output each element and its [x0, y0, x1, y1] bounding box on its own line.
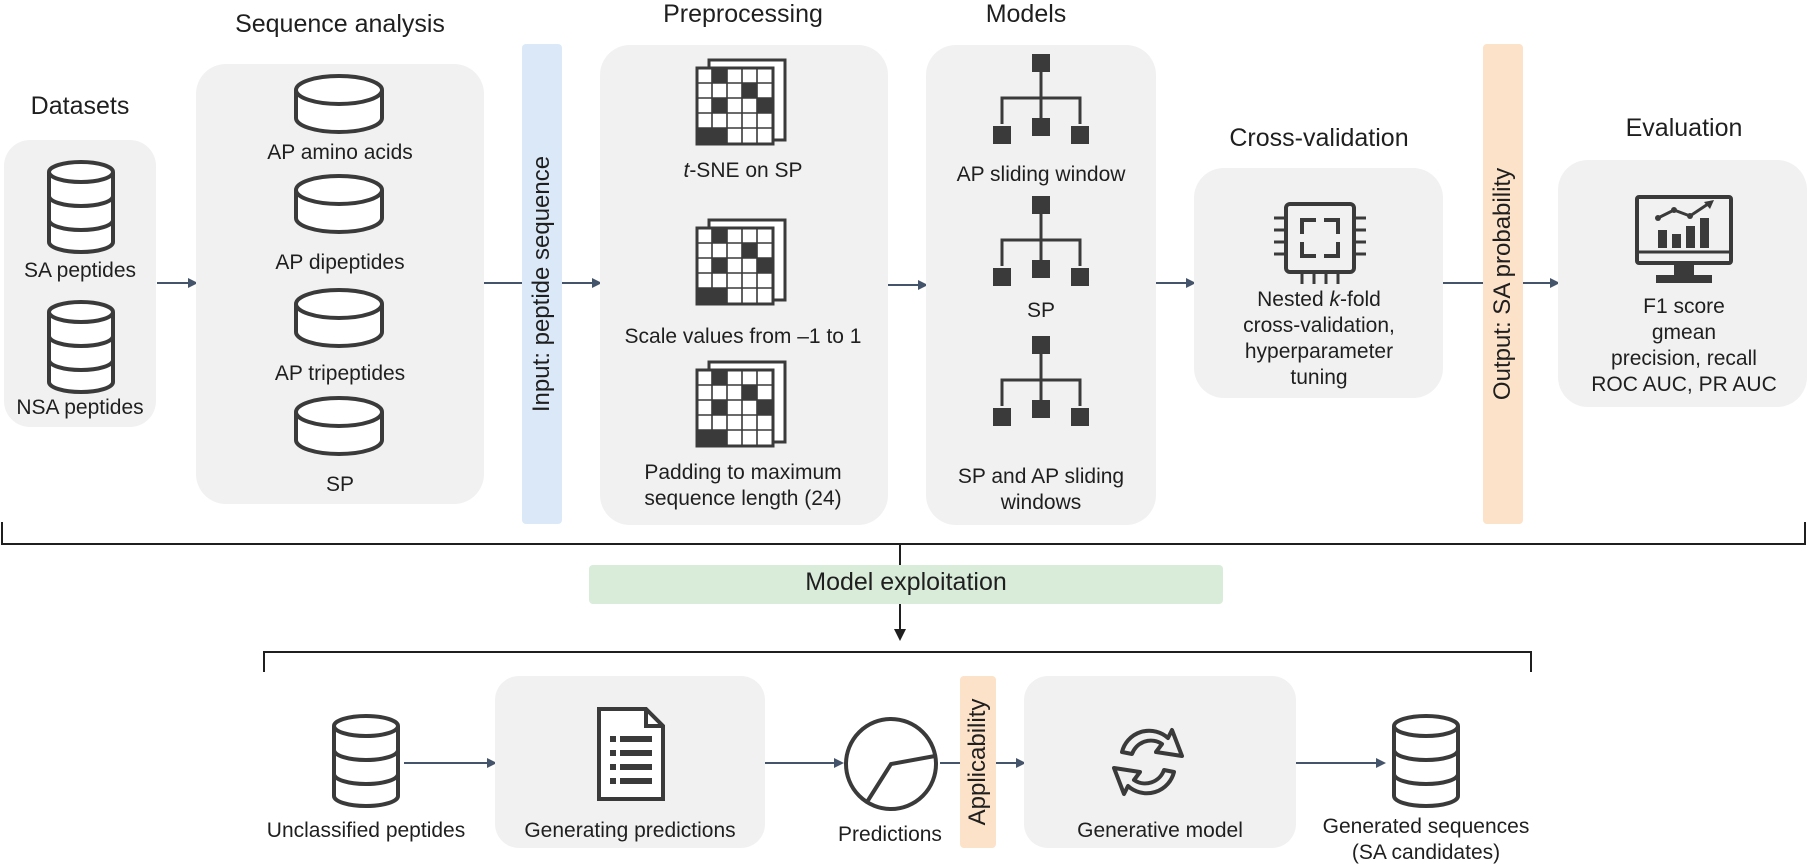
disk-icon — [294, 174, 384, 234]
tree-model-icon — [993, 196, 1089, 286]
bottom-bracket — [263, 651, 1532, 672]
pie-chart-icon — [844, 717, 938, 811]
sp-and-ap-label: SP and AP sliding windows — [957, 465, 1125, 514]
ap-amino-acids-label: AP amino acids — [267, 141, 413, 164]
matrix-grid-icon — [695, 58, 787, 146]
tsne-label: t-SNE on SP — [683, 159, 803, 182]
matrix-grid-icon — [695, 360, 787, 448]
padding-label: Padding to maximum sequence length (24) — [644, 461, 842, 510]
monitor-chart-icon — [1635, 195, 1733, 283]
preprocessing-title: Preprocessing — [663, 0, 823, 28]
tree-model-icon — [993, 336, 1089, 426]
evaluation-metrics-label: F1 score gmean precision, recall ROC AUC… — [1591, 295, 1777, 396]
unclassified-peptides-label: Unclassified peptides — [266, 819, 466, 842]
ap-sliding-window-label: AP sliding window — [956, 163, 1126, 186]
input-band — [522, 44, 562, 524]
applicability-band — [960, 676, 996, 848]
scale-values-label: Scale values from –1 to 1 — [624, 325, 862, 348]
sa-peptides-label: SA peptides — [23, 259, 137, 282]
sp-label: SP — [325, 473, 355, 496]
document-list-icon — [597, 707, 665, 801]
disk-icon — [294, 74, 384, 134]
datasets-title: Datasets — [30, 92, 130, 120]
sequence-analysis-title: Sequence analysis — [235, 10, 445, 38]
output-band-label: Output: SA probability — [1489, 167, 1516, 401]
database-icon — [47, 300, 115, 394]
database-icon — [1392, 714, 1460, 808]
models-sp-label: SP — [1026, 299, 1056, 322]
generated-sequences-label: Generated sequences (SA candidates) — [1322, 815, 1530, 864]
matrix-grid-icon — [695, 218, 787, 306]
models-title: Models — [985, 0, 1067, 28]
nsa-peptides-label: NSA peptides — [16, 396, 144, 419]
predictions-label: Predictions — [838, 823, 942, 846]
disk-icon — [294, 396, 384, 456]
database-icon — [332, 714, 400, 808]
nested-kfold-label: Nested k-fold cross-validation, hyperpar… — [1243, 288, 1395, 389]
ap-dipeptides-label: AP dipeptides — [275, 251, 405, 274]
tree-model-icon — [993, 54, 1089, 144]
generative-model-label: Generative model — [1077, 819, 1243, 842]
input-band-label: Input: peptide sequence — [528, 155, 555, 413]
refresh-cycle-icon — [1112, 728, 1184, 796]
generating-predictions-label: Generating predictions — [524, 819, 736, 842]
top-bracket — [1, 522, 1806, 545]
cross-validation-title: Cross-validation — [1229, 124, 1409, 152]
evaluation-panel — [1558, 160, 1807, 407]
database-icon — [47, 160, 115, 254]
ap-tripeptides-label: AP tripeptides — [274, 362, 406, 385]
cross-validation-panel — [1194, 168, 1443, 398]
disk-icon — [294, 288, 384, 348]
applicability-label: Applicability — [964, 698, 991, 826]
evaluation-title: Evaluation — [1625, 114, 1743, 142]
exploitation-label: Model exploitation — [805, 568, 1007, 596]
generative-model-panel — [1024, 676, 1296, 848]
exploitation-band — [589, 565, 1223, 604]
output-band — [1483, 44, 1523, 524]
processor-chip-icon — [1274, 202, 1366, 284]
